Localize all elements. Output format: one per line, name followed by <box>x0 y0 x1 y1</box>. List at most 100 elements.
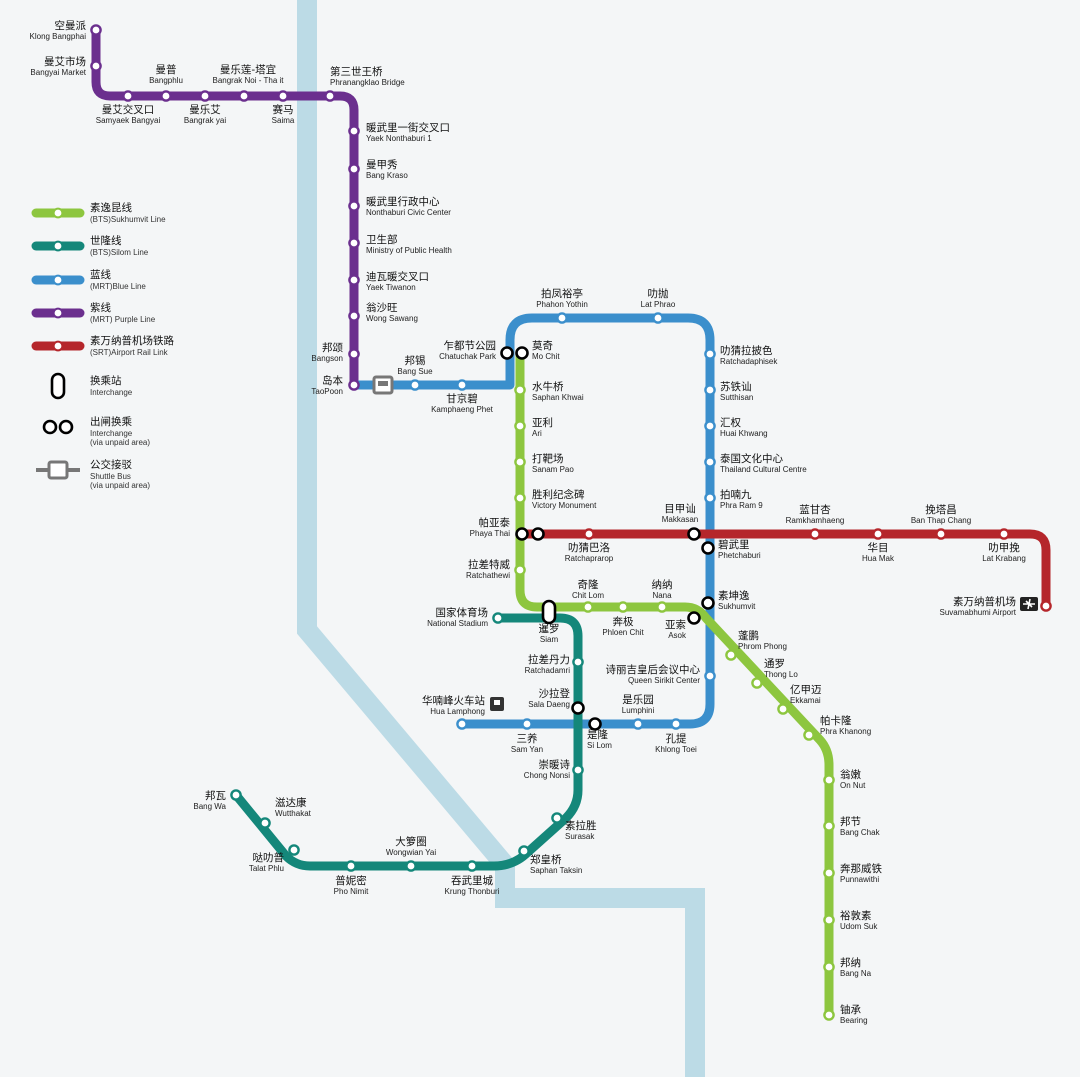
station-national-stadium[interactable] <box>492 612 504 624</box>
station-wong-sawang[interactable] <box>348 310 360 322</box>
station-saima[interactable] <box>277 90 289 102</box>
station-ramkhamhaeng[interactable] <box>809 528 821 540</box>
station-bang-kraso[interactable] <box>348 163 360 175</box>
legend-label-en: (MRT)Blue Line <box>90 282 146 291</box>
station-name-en: Bearing <box>840 1016 868 1025</box>
station-name-en: Yaek Nonthaburi 1 <box>366 134 432 143</box>
station-phra-ram9[interactable] <box>704 492 716 504</box>
station-ministry-health[interactable] <box>348 237 360 249</box>
station-punnawithi[interactable] <box>823 867 835 879</box>
shuttle-bus-window <box>378 381 388 386</box>
station-huai-khwang[interactable] <box>704 420 716 432</box>
station-bang-chak[interactable] <box>823 820 835 832</box>
station-bearing[interactable] <box>823 1009 835 1021</box>
station-name-zh: 乍都节公园 <box>444 339 497 352</box>
station-phra-khanong[interactable] <box>803 729 815 741</box>
station-saphan-khwai[interactable] <box>514 384 526 396</box>
station-ari[interactable] <box>514 420 526 432</box>
station-name-en: Asok <box>668 631 687 640</box>
station-hua-lamphong[interactable] <box>456 718 468 730</box>
station-ban-thap-chang[interactable] <box>935 528 947 540</box>
station-name-en: Phranangklao Bridge <box>330 78 405 87</box>
station-pho-nimit[interactable] <box>345 860 357 872</box>
station-bang-wa[interactable] <box>230 789 242 801</box>
station-queen-sirikit[interactable] <box>704 670 716 682</box>
station-ratchadamri[interactable] <box>572 656 584 668</box>
station-khlong-toei[interactable] <box>670 718 682 730</box>
station-name-en: Saphan Khwai <box>532 393 584 402</box>
station-surasak[interactable] <box>551 812 563 824</box>
station-name-en: Punnawithi <box>840 875 879 884</box>
station-yaek-nonthaburi1[interactable] <box>348 125 360 137</box>
station-phloen-chit[interactable] <box>617 601 629 613</box>
station-hua-mak[interactable] <box>872 528 884 540</box>
legend-station-dot <box>52 240 64 252</box>
station-lat-krabang[interactable] <box>998 528 1010 540</box>
station-saphan-taksin[interactable] <box>518 845 530 857</box>
station-phranangklao[interactable] <box>324 90 336 102</box>
station-sam-yan[interactable] <box>521 718 533 730</box>
station-klong-bangphai[interactable] <box>90 24 102 36</box>
interchange-sukhumvit[interactable] <box>701 596 715 610</box>
legend-label-zh: 换乘站 <box>90 374 122 387</box>
interchange-phaya-thai-arl[interactable] <box>531 527 545 541</box>
station-chit-lom[interactable] <box>582 601 594 613</box>
station-phrom-phong[interactable] <box>725 649 737 661</box>
station-krung-thonburi[interactable] <box>466 860 478 872</box>
station-suvarnabhumi[interactable] <box>1040 600 1052 612</box>
station-ekkamai[interactable] <box>777 703 789 715</box>
station-samyaek-bangyai[interactable] <box>122 90 134 102</box>
interchange-sala-daeng[interactable] <box>571 701 585 715</box>
interchange-siam[interactable] <box>541 599 557 625</box>
station-bangrak-noi[interactable] <box>238 90 250 102</box>
station-thailand-cultural[interactable] <box>704 456 716 468</box>
interchange-phetchaburi[interactable] <box>701 541 715 555</box>
interchange-asok[interactable] <box>687 611 701 625</box>
station-bang-na[interactable] <box>823 961 835 973</box>
station-wutthakat[interactable] <box>259 817 271 829</box>
station-name-zh: 是隆 <box>587 728 608 741</box>
station-taopoon[interactable] <box>348 379 360 391</box>
station-chong-nonsi[interactable] <box>572 764 584 776</box>
station-kamphaeng-phet[interactable] <box>456 379 468 391</box>
station-name-en: Yaek Tiwanon <box>366 283 416 292</box>
legend-item-sukhumvit: 素逸昆线(BTS)Sukhumvit Line <box>31 201 166 224</box>
station-sanam-pao[interactable] <box>514 456 526 468</box>
station-name-en: Bang Kraso <box>366 171 408 180</box>
station-ratchathewi[interactable] <box>514 564 526 576</box>
station-name-zh: 邦瓦 <box>205 789 226 802</box>
station-yaek-tiwanon[interactable] <box>348 274 360 286</box>
interchange-makkasan[interactable] <box>687 527 701 541</box>
interchange-chatuchak-park[interactable] <box>500 346 514 360</box>
station-thong-lo[interactable] <box>751 677 763 689</box>
station-udom-suk[interactable] <box>823 914 835 926</box>
station-nonthaburi-civic[interactable] <box>348 200 360 212</box>
station-bangson[interactable] <box>348 348 360 360</box>
station-name-en: Phahon Yothin <box>536 300 588 309</box>
station-name-zh: 国家体育场 <box>436 606 489 619</box>
station-talat-phlu[interactable] <box>288 844 300 856</box>
station-bangyai-market[interactable] <box>90 60 102 72</box>
station-lat-phrao[interactable] <box>652 312 664 324</box>
station-sutthisan[interactable] <box>704 384 716 396</box>
station-name-en: Surasak <box>565 832 595 841</box>
station-name-en: Nonthaburi Civic Center <box>366 208 451 217</box>
station-on-nut[interactable] <box>823 774 835 786</box>
station-phahon-yothin[interactable] <box>556 312 568 324</box>
station-bang-sue[interactable] <box>409 379 421 391</box>
interchange-phaya-thai-bts[interactable] <box>515 527 529 541</box>
station-wongwian-yai[interactable] <box>405 860 417 872</box>
station-victory-monument[interactable] <box>514 492 526 504</box>
station-ratchadaphisek[interactable] <box>704 348 716 360</box>
station-nana[interactable] <box>656 601 668 613</box>
station-bangphlu[interactable] <box>160 90 172 102</box>
interchange-mo-chit[interactable] <box>515 346 529 360</box>
station-name-en: Sukhumvit <box>718 602 756 611</box>
station-bangrak-yai[interactable] <box>199 90 211 102</box>
station-ratchaprarop[interactable] <box>583 528 595 540</box>
station-name-en: Ministry of Public Health <box>366 246 452 255</box>
station-name-zh: 拍凤裕亭 <box>541 287 583 300</box>
interchange-si-lom[interactable] <box>588 717 602 731</box>
station-name-zh: 邦颂 <box>322 341 343 354</box>
station-lumphini[interactable] <box>632 718 644 730</box>
